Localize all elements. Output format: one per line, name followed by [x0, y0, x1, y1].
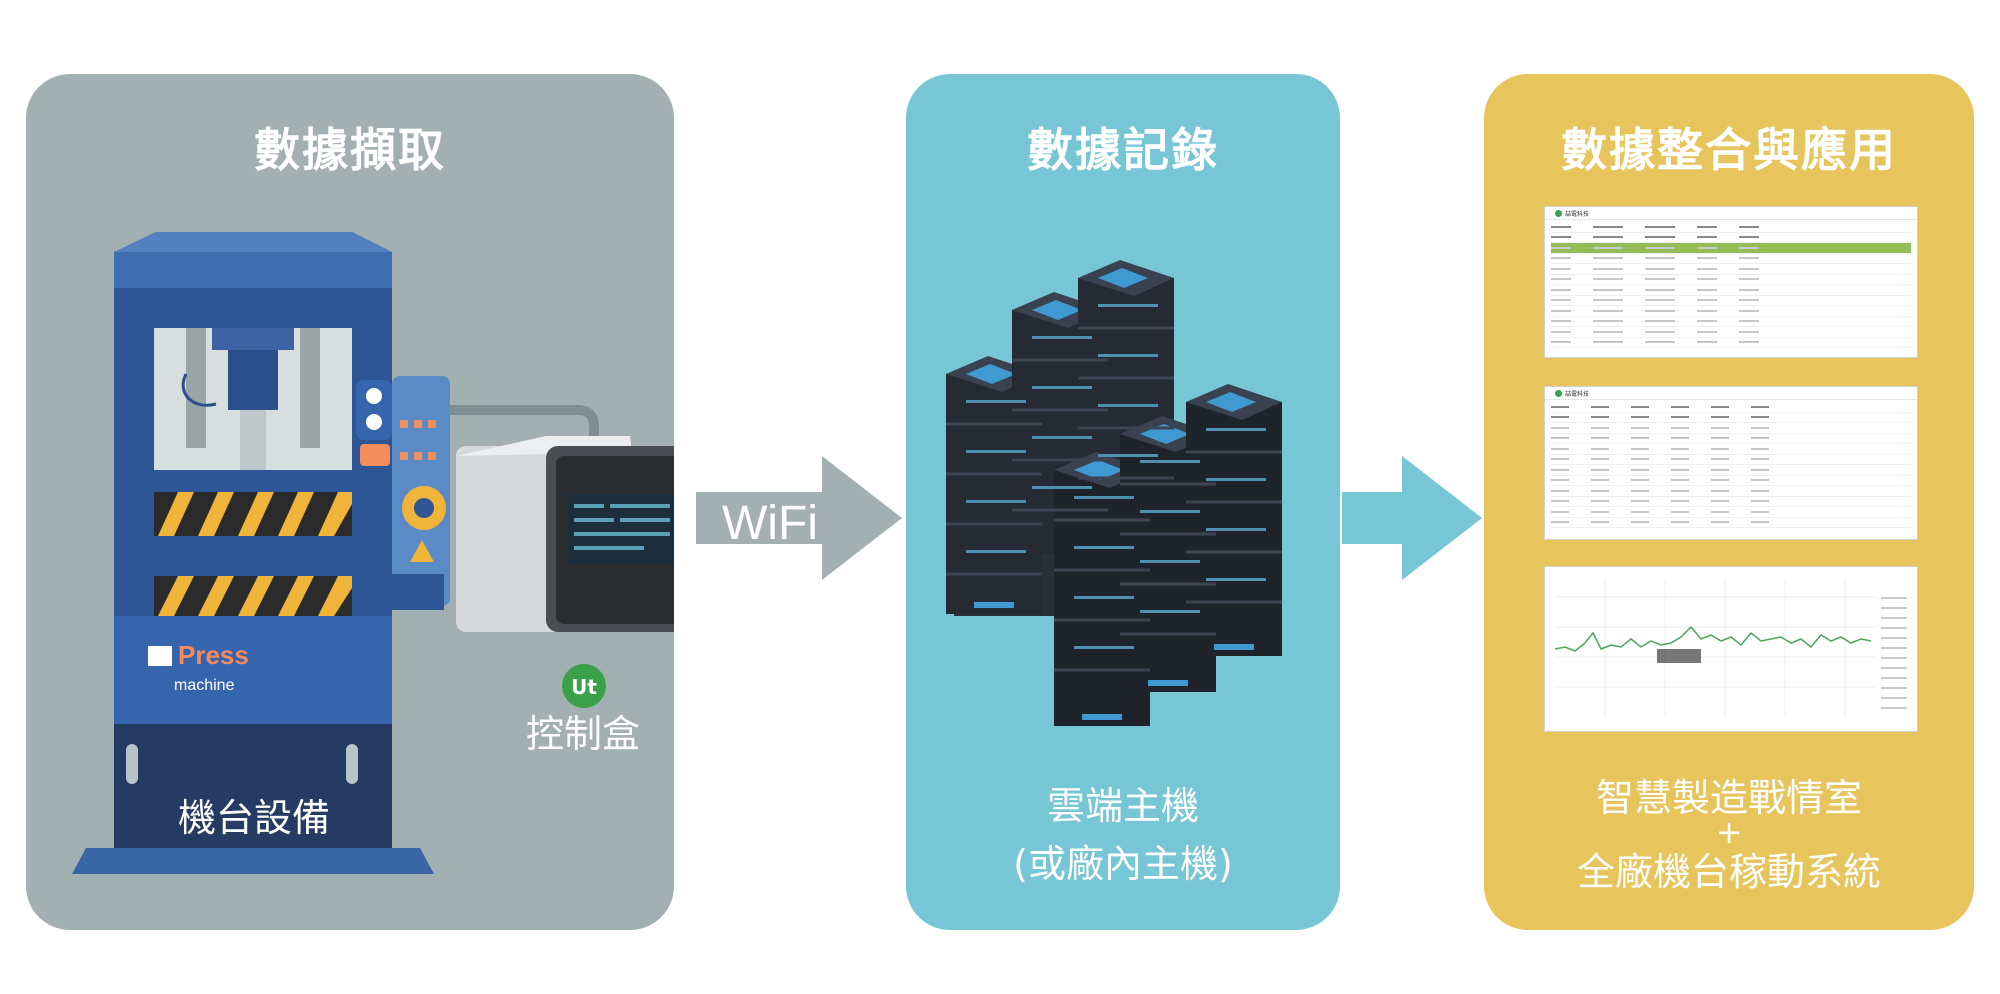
press-machine-illustration: Press machine: [72, 232, 674, 874]
capture-panel: 數據擷取: [26, 74, 674, 930]
record-panel: 數據記錄: [906, 74, 1340, 930]
machine-label: 機台設備: [178, 796, 331, 840]
trend-chart-thumbnail: [1554, 579, 1907, 717]
record-title: 數據記錄: [1027, 123, 1219, 177]
brand-name: 喆電科技: [1565, 390, 1590, 398]
trend-chart-screenshot: [1544, 566, 1918, 732]
wifi-arrow: [696, 456, 902, 580]
record-arrow: [1342, 456, 1482, 580]
capture-title: 數據擷取: [254, 123, 446, 177]
apply-panel: 數據整合與應用 喆電科技 喆電科技: [1484, 74, 1974, 930]
utilization-table-screenshot: 喆電科技: [1544, 386, 1918, 540]
brand-logo-icon: [1555, 209, 1562, 217]
brand-name: 喆電科技: [1565, 210, 1590, 218]
apply-title: 數據整合與應用: [1561, 123, 1897, 177]
onsite-host-label: (或廠內主機): [1013, 842, 1233, 886]
plus-label: +: [1715, 813, 1743, 851]
press-logo-text: Press: [178, 640, 249, 670]
war-room-label: 智慧製造戰情室: [1595, 776, 1862, 820]
server-racks-illustration: [946, 260, 1282, 726]
svg-text:Ut: Ut: [571, 675, 597, 699]
utilization-system-label: 全廠機台稼動系統: [1576, 850, 1881, 894]
controller-label: 控制盒: [526, 712, 641, 756]
press-logo-subtext: machine: [174, 677, 235, 694]
wifi-label: WiFi: [722, 497, 818, 550]
cloud-host-label: 雲端主機: [1046, 784, 1199, 828]
brand-logo-icon: [1555, 389, 1562, 397]
dashboard-table-screenshot: 喆電科技: [1544, 206, 1918, 358]
